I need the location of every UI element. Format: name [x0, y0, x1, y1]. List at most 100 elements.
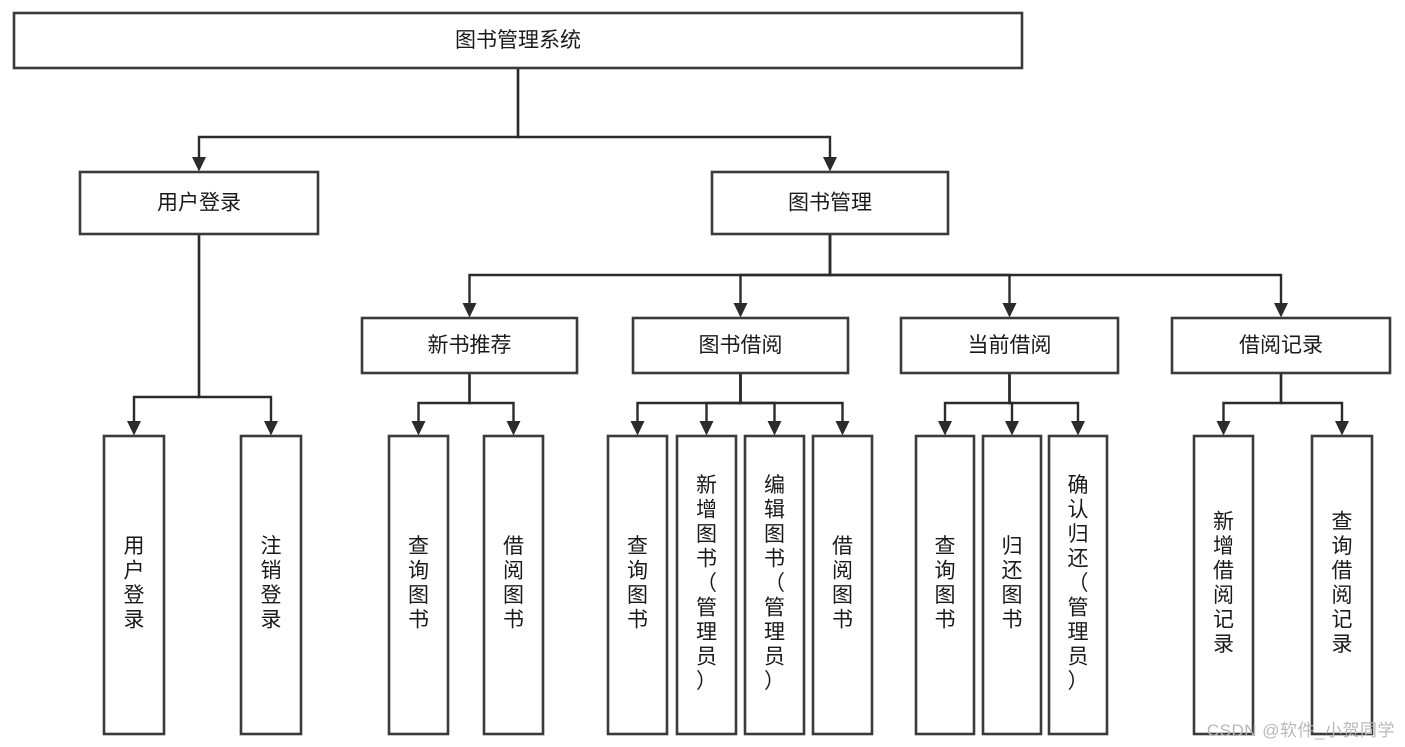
- connector-line: [468, 234, 832, 307]
- node-borrow-record[interactable]: 借阅记录: [1170, 316, 1392, 375]
- node-leaf-user-login[interactable]: 用户登录: [102, 434, 166, 736]
- arrow-head-icon: [835, 421, 850, 436]
- node-box-leaf-return-book[interactable]: [981, 434, 1043, 736]
- arrow-head-icon: [1335, 421, 1349, 436]
- node-label-book-borrow: 图书借阅: [699, 334, 783, 357]
- node-book-manage[interactable]: 图书管理: [710, 170, 950, 236]
- node-box-leaf-borrow-book[interactable]: [811, 434, 874, 736]
- node-current-borrow[interactable]: 当前借阅: [899, 316, 1120, 375]
- node-leaf-query-book-borrow[interactable]: 查询图书: [606, 434, 669, 736]
- node-box-current-borrow[interactable]: [899, 316, 1120, 375]
- connector-line: [636, 373, 742, 425]
- node-box-leaf-edit-book-admin[interactable]: [743, 434, 806, 736]
- arrow-head-icon: [1274, 303, 1288, 318]
- arrow-head-icon: [127, 421, 141, 436]
- arrow-head-icon: [1071, 421, 1085, 436]
- connector-line: [132, 234, 201, 425]
- node-label-current-borrow: 当前借阅: [968, 334, 1052, 357]
- connector-line: [1222, 373, 1283, 425]
- arrow-head-icon: [1005, 421, 1019, 436]
- connector-book-manage-to-book-borrow: [733, 234, 832, 318]
- node-label-leaf-query-book-borrow: 查询图书: [627, 535, 648, 632]
- arrow-head-icon: [938, 421, 952, 436]
- node-leaf-borrow-book-recommend[interactable]: 借阅图书: [482, 434, 545, 736]
- node-label-leaf-query-borrow-record: 查询借阅记录: [1332, 511, 1353, 657]
- node-box-leaf-query-book-recommend[interactable]: [387, 434, 450, 736]
- node-box-leaf-borrow-book-recommend[interactable]: [482, 434, 545, 736]
- node-leaf-add-borrow-record[interactable]: 新增借阅记录: [1192, 434, 1255, 736]
- node-leaf-add-book-admin[interactable]: 新增图书（管理员）: [675, 434, 738, 736]
- node-leaf-query-book-recommend[interactable]: 查询图书: [387, 434, 450, 736]
- connector-current-borrow-to-leaf-query-book-current: [938, 373, 1011, 436]
- node-label-leaf-logout-login: 注销登录: [261, 535, 282, 632]
- connector-line: [197, 234, 273, 425]
- node-new-book-recommend[interactable]: 新书推荐: [360, 316, 579, 375]
- connector-new-book-recommend-to-leaf-borrow-book-recommend: [468, 373, 521, 436]
- csdn-watermark: CSDN @软件_小贺同学: [1206, 721, 1395, 740]
- node-leaf-confirm-return-admin[interactable]: 确认归还（管理员）: [1047, 434, 1109, 736]
- node-box-book-manage[interactable]: [710, 170, 950, 236]
- node-box-leaf-confirm-return-admin[interactable]: [1047, 434, 1109, 736]
- node-box-leaf-query-book-borrow[interactable]: [606, 434, 669, 736]
- node-box-leaf-user-login[interactable]: [102, 434, 166, 736]
- connector-borrow-record-to-leaf-add-borrow-record: [1216, 373, 1283, 436]
- node-label-root: 图书管理系统: [455, 29, 581, 52]
- node-box-leaf-query-borrow-record[interactable]: [1310, 434, 1374, 736]
- node-box-leaf-query-book-current[interactable]: [914, 434, 976, 736]
- arrow-head-icon: [264, 421, 278, 436]
- connector-line: [1008, 373, 1080, 425]
- arrow-head-icon: [192, 157, 206, 172]
- node-leaf-query-book-current[interactable]: 查询图书: [914, 434, 976, 736]
- connector-line: [1279, 373, 1344, 425]
- node-label-leaf-add-book-admin: 新增图书（管理员）: [696, 474, 717, 693]
- node-label-leaf-edit-book-admin: 编辑图书（管理员）: [764, 474, 785, 693]
- node-root[interactable]: 图书管理系统: [12, 11, 1024, 70]
- connector-current-borrow-to-leaf-confirm-return-admin: [1008, 373, 1085, 436]
- connector-book-borrow-to-leaf-add-book-admin: [699, 373, 742, 436]
- node-label-user-login: 用户登录: [157, 192, 241, 215]
- node-user-login[interactable]: 用户登录: [78, 170, 320, 236]
- connector-root-to-user-login: [192, 68, 520, 172]
- connector-line: [468, 373, 515, 425]
- node-leaf-borrow-book[interactable]: 借阅图书: [811, 434, 874, 736]
- connectors-layer: [127, 68, 1349, 436]
- connector-line: [705, 373, 742, 425]
- node-box-user-login[interactable]: [78, 170, 320, 236]
- node-label-new-book-recommend: 新书推荐: [428, 334, 512, 357]
- node-box-leaf-logout-login[interactable]: [239, 434, 303, 736]
- connector-book-borrow-to-leaf-query-book-borrow: [630, 373, 742, 436]
- node-box-borrow-record[interactable]: [1170, 316, 1392, 375]
- node-box-root[interactable]: [12, 11, 1024, 70]
- connector-book-borrow-to-leaf-borrow-book: [739, 373, 850, 436]
- node-label-leaf-query-book-current: 查询图书: [935, 535, 956, 632]
- node-label-leaf-return-book: 归还图书: [1002, 535, 1023, 632]
- arrow-head-icon: [411, 421, 426, 436]
- connector-book-borrow-to-leaf-edit-book-admin: [739, 373, 782, 436]
- node-label-leaf-confirm-return-admin: 确认归还（管理员）: [1068, 474, 1089, 693]
- arrow-head-icon: [630, 421, 645, 436]
- arrow-head-icon: [1002, 303, 1017, 318]
- node-box-book-borrow[interactable]: [631, 316, 850, 375]
- node-book-borrow[interactable]: 图书借阅: [631, 316, 850, 375]
- node-leaf-query-borrow-record[interactable]: 查询借阅记录: [1310, 434, 1374, 736]
- node-box-new-book-recommend[interactable]: [360, 316, 579, 375]
- node-label-leaf-user-login: 用户登录: [124, 535, 145, 632]
- connector-borrow-record-to-leaf-query-borrow-record: [1279, 373, 1349, 436]
- node-leaf-return-book[interactable]: 归还图书: [981, 434, 1043, 736]
- node-leaf-edit-book-admin[interactable]: 编辑图书（管理员）: [743, 434, 806, 736]
- node-box-leaf-add-borrow-record[interactable]: [1192, 434, 1255, 736]
- node-label-leaf-borrow-book: 借阅图书: [832, 535, 853, 632]
- connector-book-manage-to-borrow-record: [828, 234, 1288, 318]
- connector-line: [739, 373, 776, 425]
- connector-line: [516, 68, 832, 161]
- arrow-head-icon: [1216, 421, 1231, 436]
- connector-line: [828, 234, 1011, 307]
- node-leaf-logout-login[interactable]: 注销登录: [239, 434, 303, 736]
- node-box-leaf-add-book-admin[interactable]: [675, 434, 738, 736]
- arrow-head-icon: [767, 421, 782, 436]
- nodes-layer: 图书管理系统用户登录图书管理新书推荐图书借阅当前借阅借阅记录用户登录注销登录查询…: [12, 11, 1392, 736]
- node-label-leaf-borrow-book-recommend: 借阅图书: [503, 535, 524, 632]
- node-label-leaf-add-borrow-record: 新增借阅记录: [1213, 511, 1234, 657]
